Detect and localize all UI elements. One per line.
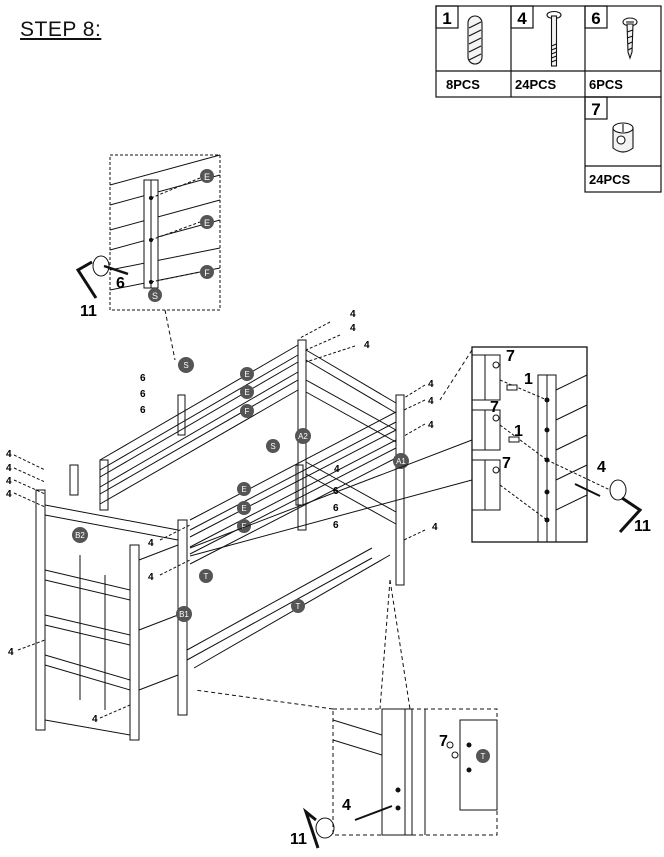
panel-labels-main: S E E F S A2 A1 E E F B2 B1 T T <box>72 357 409 622</box>
svg-text:4: 4 <box>597 459 606 476</box>
detail-box-slat-support <box>75 154 221 361</box>
svg-text:4: 4 <box>432 522 438 533</box>
callout-screw: 6 <box>116 275 125 292</box>
svg-text:7: 7 <box>506 348 515 365</box>
svg-text:1: 1 <box>524 371 533 388</box>
bottom-detail-callouts: 7 4 11 <box>290 733 448 848</box>
svg-text:6: 6 <box>140 389 146 400</box>
svg-text:4: 4 <box>8 647 14 658</box>
bottom-detail-panel-label: T <box>476 749 490 763</box>
svg-text:4: 4 <box>148 572 154 583</box>
svg-text:T: T <box>481 752 486 761</box>
svg-text:4: 4 <box>428 420 434 431</box>
svg-text:A1: A1 <box>396 457 406 466</box>
long-bolt-icon <box>546 10 562 67</box>
svg-text:F: F <box>242 522 247 531</box>
right-detail-callouts: 7 1 7 1 7 4 11 <box>490 348 651 535</box>
parts-table <box>435 5 662 193</box>
svg-text:E: E <box>244 370 249 379</box>
svg-text:E: E <box>241 504 246 513</box>
detail-box-end-joint <box>189 346 643 557</box>
barrel-nut-icon <box>612 122 634 153</box>
svg-text:7: 7 <box>439 733 448 750</box>
hardware-insert-lines <box>13 321 426 719</box>
svg-text:4: 4 <box>350 309 356 320</box>
callout-hex-key: 11 <box>80 303 97 320</box>
svg-text:6: 6 <box>333 486 339 497</box>
part-quantity-6: 6PCS <box>589 77 623 92</box>
svg-text:4: 4 <box>6 489 12 500</box>
svg-text:S: S <box>183 361 188 370</box>
svg-text:E: E <box>244 388 249 397</box>
panel-label-e: E E F S <box>148 169 214 302</box>
svg-text:T: T <box>204 572 209 581</box>
svg-text:E: E <box>204 218 210 228</box>
part-number-1: 1 <box>442 9 451 28</box>
part-number-4: 4 <box>517 9 527 28</box>
svg-text:F: F <box>204 268 210 278</box>
svg-text:4: 4 <box>428 396 434 407</box>
svg-text:B2: B2 <box>75 531 85 540</box>
svg-text:B1: B1 <box>179 610 189 619</box>
part-quantity-1: 8PCS <box>446 77 480 92</box>
svg-text:6: 6 <box>333 503 339 514</box>
svg-text:E: E <box>241 485 246 494</box>
svg-text:E: E <box>204 172 210 182</box>
svg-text:S: S <box>270 442 275 451</box>
svg-text:6: 6 <box>333 520 339 531</box>
svg-text:4: 4 <box>334 464 340 475</box>
parts-table-extra-frame <box>584 96 662 193</box>
bolt-callouts: 4 4 4 4 4 4 4 4 4 4 4 4 4 4 4 4 <box>6 309 438 725</box>
svg-text:7: 7 <box>502 455 511 472</box>
detail-box-bottom-rail <box>194 579 498 849</box>
part-number-7: 7 <box>591 100 600 119</box>
screw-callouts: 6 6 6 6 6 6 <box>140 373 339 531</box>
svg-text:1: 1 <box>514 423 523 440</box>
wooden-dowel-icon <box>467 15 483 65</box>
bed-frame-assembly <box>35 339 405 741</box>
svg-text:6: 6 <box>140 405 146 416</box>
svg-text:S: S <box>152 291 158 301</box>
svg-text:7: 7 <box>490 399 499 416</box>
svg-text:6: 6 <box>140 373 146 384</box>
part-quantity-4: 24PCS <box>515 77 557 92</box>
step-title: STEP 8: <box>20 18 102 41</box>
svg-text:4: 4 <box>350 323 356 334</box>
svg-text:F: F <box>245 407 250 416</box>
svg-text:4: 4 <box>92 714 98 725</box>
svg-text:A2: A2 <box>298 432 308 441</box>
svg-text:4: 4 <box>148 538 154 549</box>
svg-text:11: 11 <box>290 831 307 848</box>
parts-table-frame <box>435 5 662 98</box>
part-number-6: 6 <box>591 9 600 28</box>
svg-text:4: 4 <box>342 797 351 814</box>
svg-text:4: 4 <box>6 449 12 460</box>
svg-text:4: 4 <box>6 476 12 487</box>
svg-text:4: 4 <box>364 340 370 351</box>
svg-text:4: 4 <box>6 463 12 474</box>
svg-text:T: T <box>296 602 301 611</box>
part-quantity-7: 24PCS <box>589 172 631 187</box>
screw-icon <box>622 17 638 60</box>
svg-text:11: 11 <box>634 518 651 535</box>
svg-text:4: 4 <box>428 379 434 390</box>
